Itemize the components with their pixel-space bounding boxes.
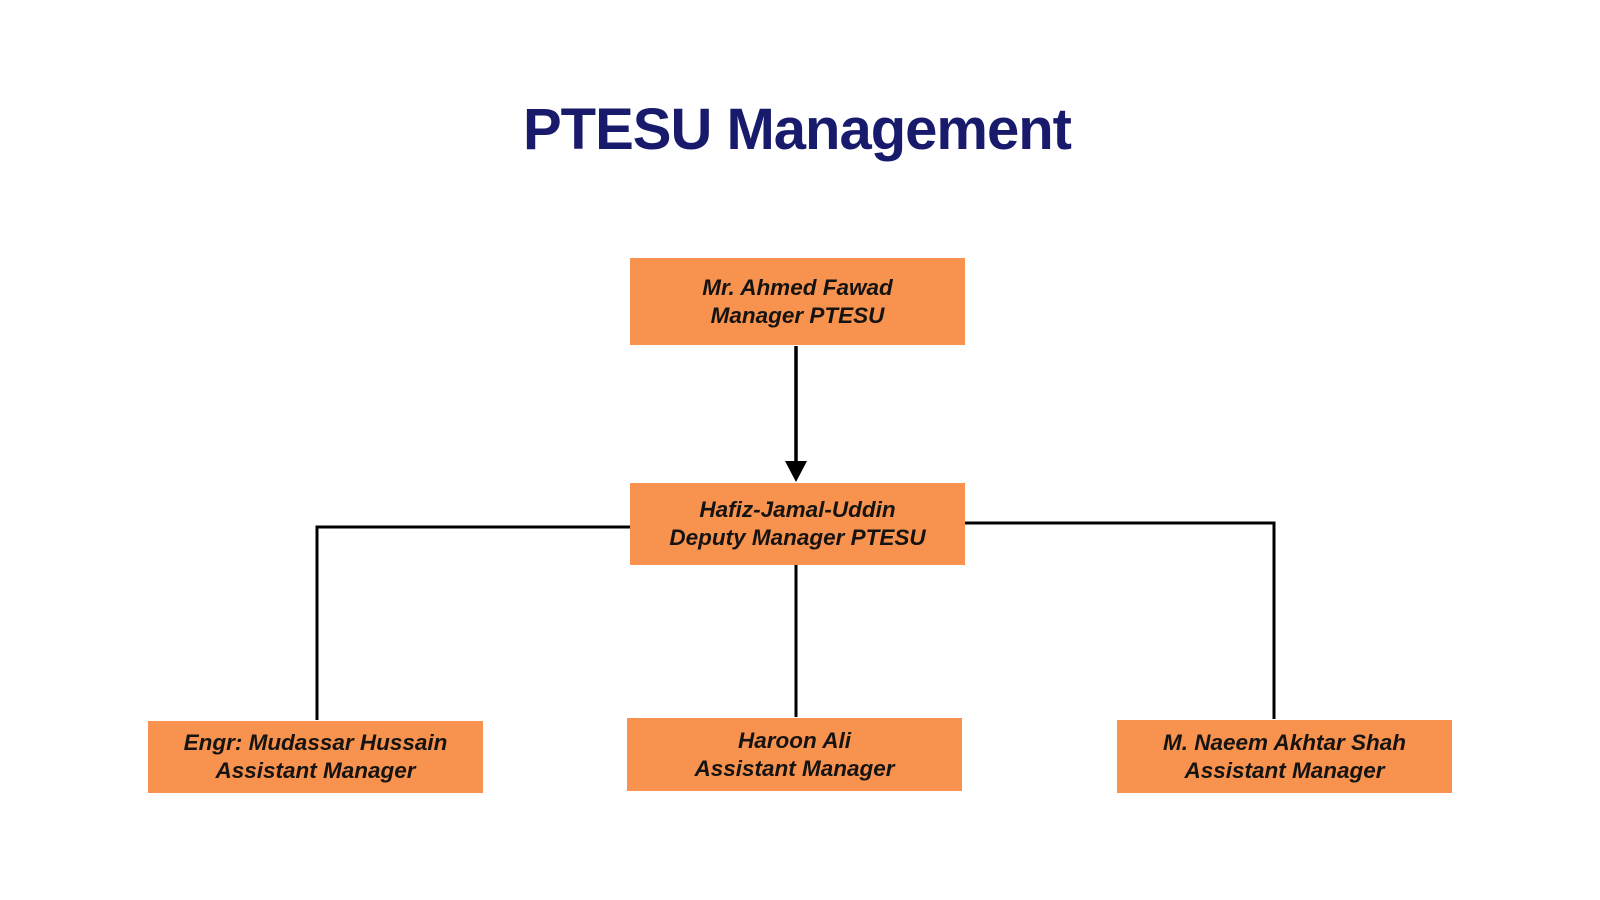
connector-deputy-am1	[315, 525, 630, 720]
org-node-deputy-manager: Hafiz-Jamal-Uddin Deputy Manager PTESU	[630, 483, 965, 565]
node-person-role: Deputy Manager PTESU	[669, 525, 926, 550]
node-person-role: Manager PTESU	[710, 302, 885, 328]
org-node-manager: Mr. Ahmed Fawad Manager PTESU	[630, 258, 965, 345]
org-node-assistant-manager-2: Haroon Ali Assistant Manager	[627, 718, 962, 791]
page-title: PTESU Management	[523, 97, 1072, 162]
node-person-role: Assistant Manager	[694, 755, 895, 781]
node-person-name: Hafiz-Jamal-Uddin	[699, 497, 896, 522]
org-node-assistant-manager-3: M. Naeem Akhtar Shah Assistant Manager	[1117, 720, 1452, 793]
node-person-name: Engr: Mudassar Hussain	[183, 730, 448, 755]
arrowhead-manager-deputy	[785, 461, 807, 482]
node-person-role: Assistant Manager	[1184, 757, 1385, 783]
node-person-name: Mr. Ahmed Fawad	[702, 274, 893, 300]
node-person-name: Haroon Ali	[738, 727, 851, 753]
connector-deputy-am3	[964, 521, 1276, 719]
node-person-role: Assistant Manager	[215, 758, 416, 783]
node-person-name: M. Naeem Akhtar Shah	[1163, 729, 1406, 755]
org-node-assistant-manager-1: Engr: Mudassar Hussain Assistant Manager	[148, 721, 483, 793]
